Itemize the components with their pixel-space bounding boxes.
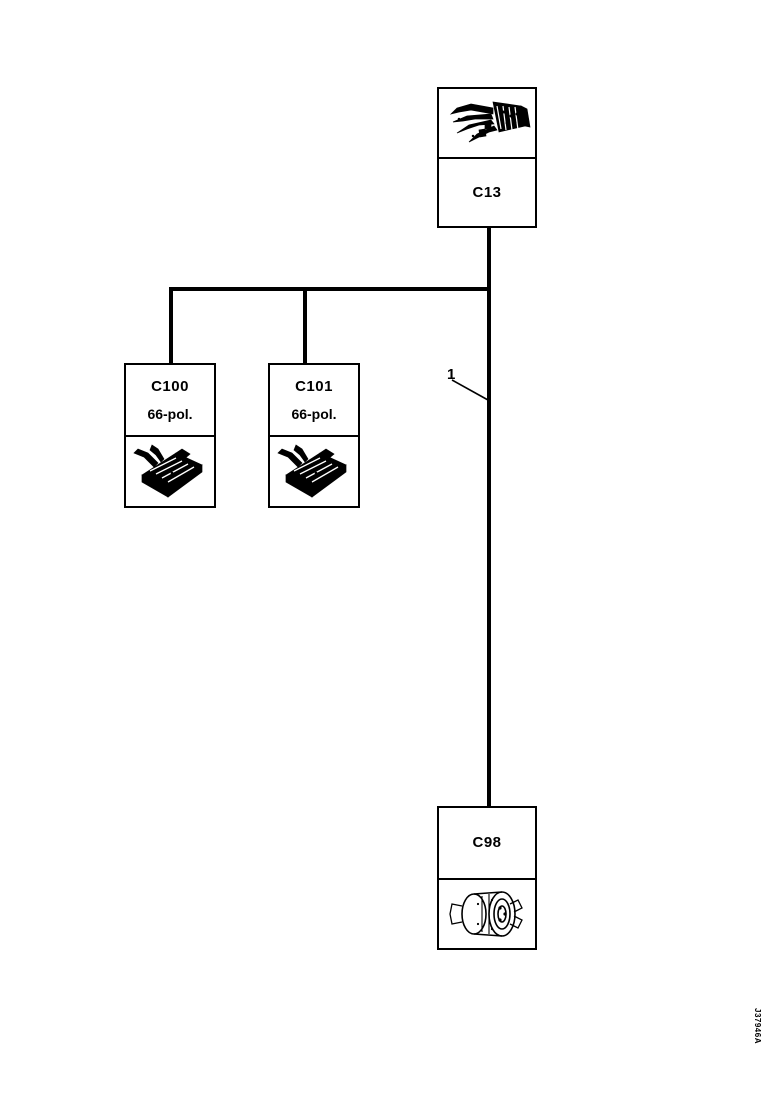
connector-pin-count-c101: 66-pol. (291, 406, 337, 423)
connector-box-c98[interactable]: C98 (437, 806, 537, 950)
figure-reference-code: J37946A (753, 1008, 762, 1044)
round-circular-connector-icon (449, 891, 523, 937)
connector-box-c101[interactable]: C101 66-pol. (268, 363, 360, 508)
wire-drop-c100 (169, 287, 173, 365)
connector-image-c100 (126, 437, 214, 506)
wire-bus-horizontal (169, 287, 491, 291)
rectangular-ecu-connector-icon (133, 443, 203, 498)
connector-box-c100[interactable]: C100 66-pol. (124, 363, 216, 508)
connector-label-cell-c13: C13 (439, 159, 535, 226)
callout-leader-line-1 (451, 379, 489, 401)
connector-id-c100: C100 (151, 377, 189, 395)
callout-label-1: 1 (447, 366, 456, 383)
connector-image-c98 (439, 880, 535, 948)
connector-image-c13 (439, 89, 535, 159)
connector-id-c101: C101 (295, 377, 333, 395)
connector-id-c13: C13 (472, 183, 502, 201)
connector-label-cell-c98: C98 (439, 808, 535, 880)
connector-id-c98: C98 (472, 834, 502, 852)
wire-trunk-vertical (487, 228, 491, 806)
connector-image-c101 (270, 437, 358, 506)
rectangular-ecu-connector-icon (277, 443, 347, 498)
connector-pin-count-c100: 66-pol. (147, 406, 193, 423)
connector-label-cell-c100: C100 66-pol. (126, 365, 214, 437)
connector-box-c13[interactable]: C13 (437, 87, 537, 228)
multi-pin-harness-connector-icon (449, 101, 531, 143)
connector-label-cell-c101: C101 66-pol. (270, 365, 358, 437)
wire-drop-c101 (303, 287, 307, 365)
